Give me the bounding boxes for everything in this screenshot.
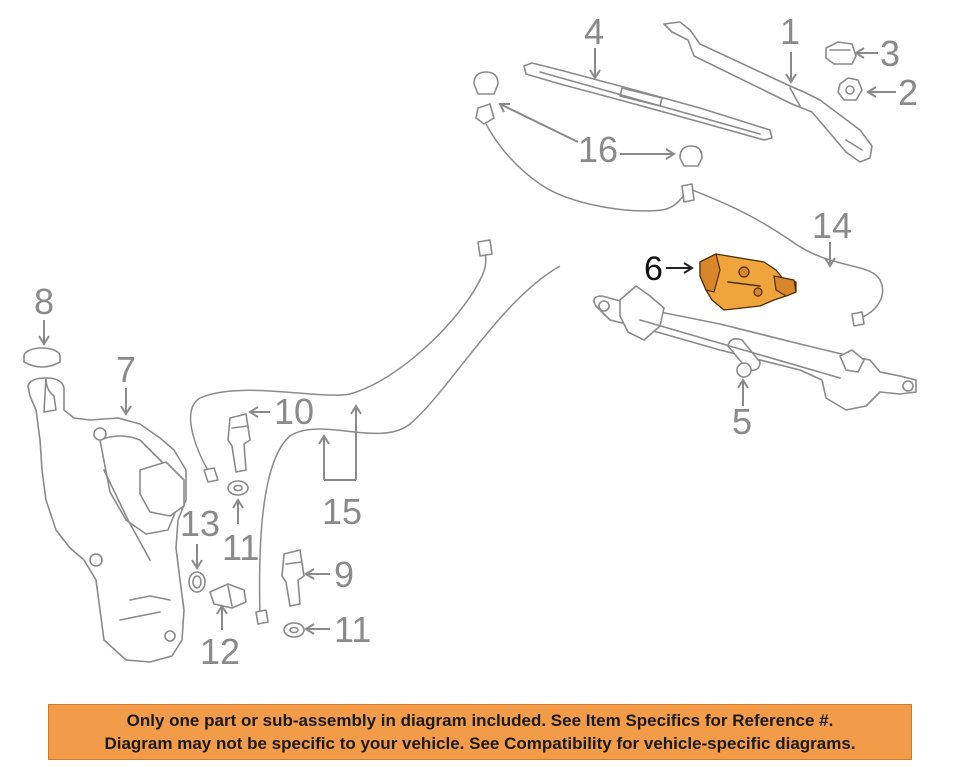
callout-labels: 1 2 3 4 5 6 7 8 9 10 11 11 12 13 14 15 1… [34, 11, 918, 672]
washer-pump-front [227, 413, 251, 473]
washer-nozzle-right [679, 145, 703, 167]
callout-8: 8 [34, 281, 54, 322]
callout-16: 16 [578, 129, 618, 170]
callout-11-upper: 11 [222, 527, 259, 568]
callout-11-lower: 11 [334, 609, 371, 650]
washer-hose-upper [485, 123, 884, 327]
callout-7: 7 [116, 349, 136, 390]
disclaimer-line-2: Diagram may not be specific to your vehi… [104, 734, 856, 753]
callout-1: 1 [780, 11, 800, 52]
grommet-lower [283, 622, 305, 638]
disclaimer-banner: Only one part or sub-assembly in diagram… [48, 704, 912, 760]
washer-pump-rear [281, 549, 305, 607]
callout-6: 6 [644, 250, 663, 288]
wiper-blade [523, 62, 773, 141]
callout-14: 14 [812, 205, 852, 246]
callout-13: 13 [180, 503, 220, 544]
callout-5: 5 [732, 401, 752, 442]
callout-4: 4 [584, 11, 604, 52]
seal-ring [188, 571, 206, 593]
callout-9: 9 [334, 554, 354, 595]
wiper-linkage [593, 285, 917, 411]
grommet-upper [227, 480, 249, 496]
wiper-arm [663, 21, 873, 163]
callout-3: 3 [880, 33, 900, 74]
level-sensor [209, 583, 247, 609]
nut [837, 77, 863, 101]
callout-2: 2 [898, 72, 918, 113]
nut-cap [825, 41, 857, 65]
disclaimer-line-1: Only one part or sub-assembly in diagram… [126, 711, 834, 730]
leader-lines [38, 47, 896, 635]
washer-reservoir [27, 377, 187, 663]
reservoir-cap [23, 347, 61, 368]
callout-15: 15 [322, 491, 362, 532]
callout-12: 12 [200, 631, 240, 672]
parts-diagram: 1 2 3 4 5 6 7 8 9 10 11 11 12 13 14 15 1… [23, 11, 918, 672]
callout-10: 10 [274, 391, 314, 432]
washer-nozzle-left [473, 71, 499, 125]
wiper-motor [699, 253, 797, 311]
